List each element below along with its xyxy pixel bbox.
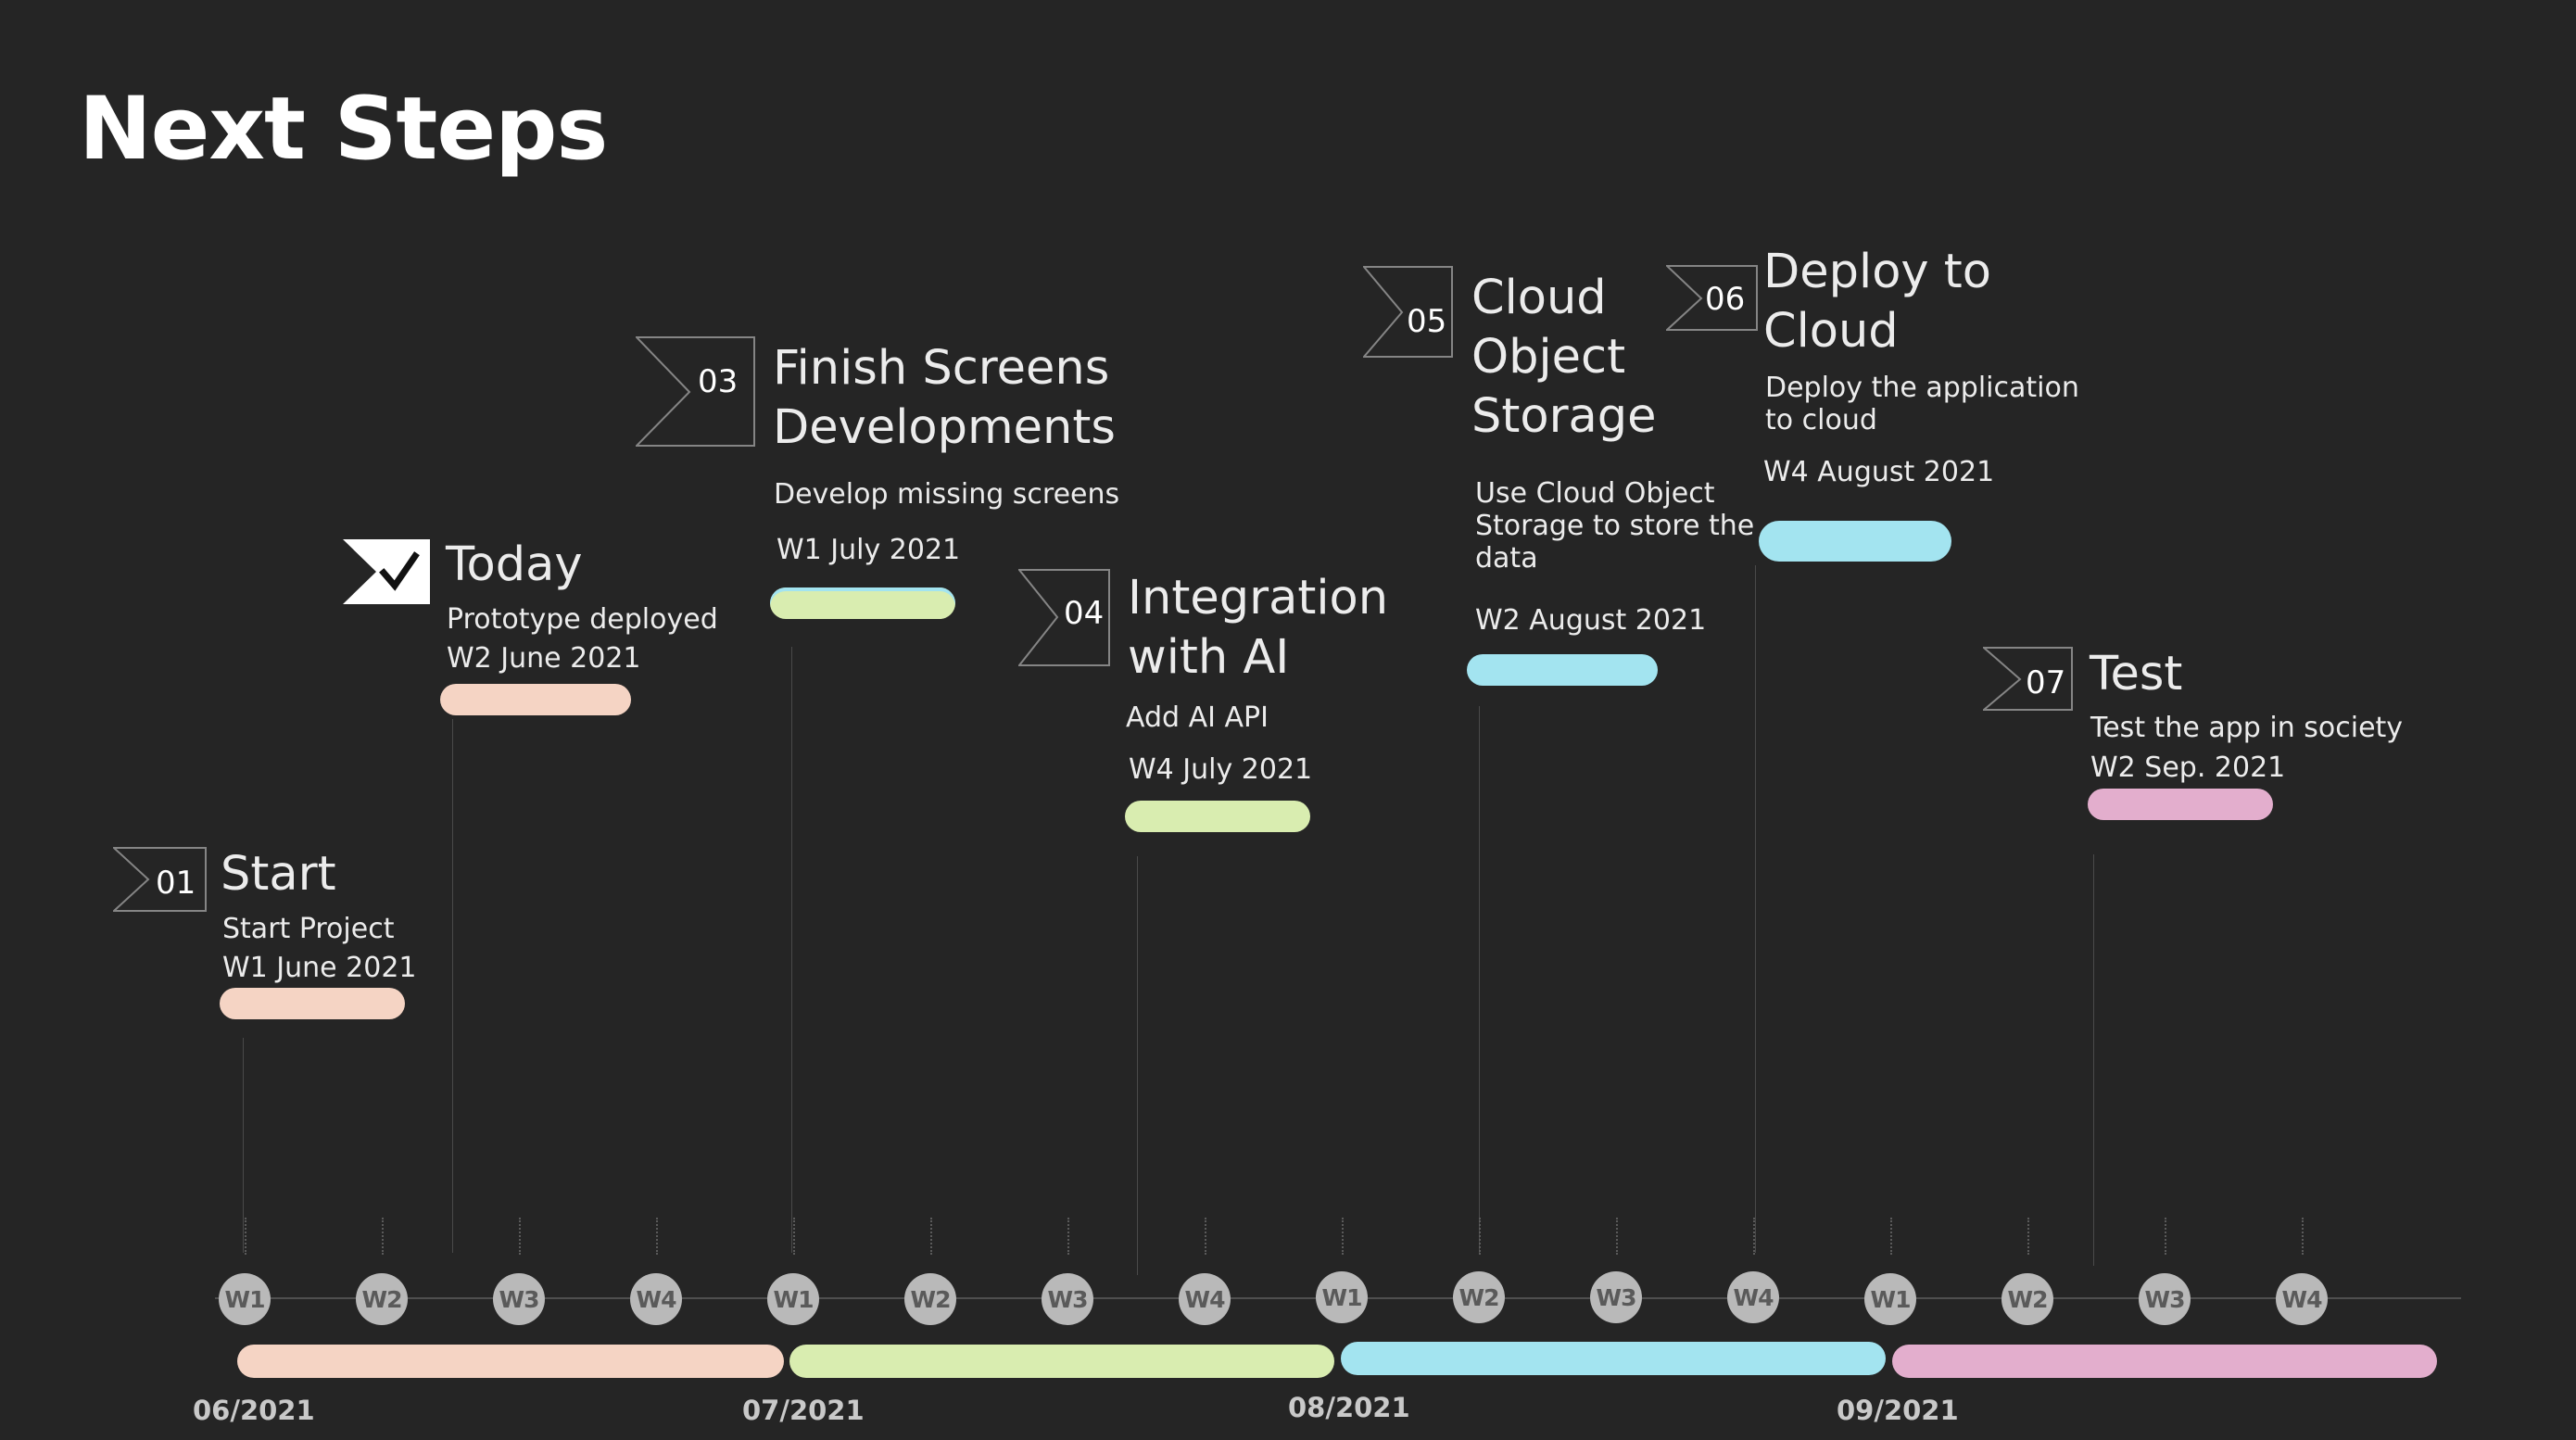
milestone-number: 05: [1407, 303, 1447, 340]
week-marker: W4: [1727, 1271, 1779, 1323]
week-tick: [382, 1218, 384, 1255]
week-marker: W1: [1316, 1271, 1368, 1323]
milestone-bar: [220, 988, 405, 1019]
week-tick: [245, 1218, 246, 1255]
week-tick: [930, 1218, 932, 1255]
connector-line: [1137, 856, 1138, 1275]
milestone-number: 06: [1705, 281, 1746, 318]
week-tick: [1342, 1218, 1344, 1255]
milestone-number: 04: [1064, 595, 1105, 632]
connector-line: [2093, 854, 2094, 1266]
milestone-description: Develop missing screens: [774, 478, 1120, 511]
week-tick: [2027, 1218, 2029, 1255]
flag-icon: [1018, 569, 1110, 666]
week-tick: [519, 1218, 521, 1255]
week-marker: W4: [1179, 1273, 1231, 1325]
milestone-number: 03: [698, 363, 739, 400]
flag-icon: [1363, 266, 1453, 358]
week-tick: [1205, 1218, 1206, 1255]
milestone-description: Use Cloud Object Storage to store the da…: [1475, 477, 1755, 575]
month-label: 06/2021: [193, 1395, 315, 1426]
week-marker: W3: [2139, 1273, 2191, 1325]
week-marker: W1: [219, 1273, 271, 1325]
flag-icon: [1666, 265, 1758, 331]
week-marker: W2: [2001, 1273, 2053, 1325]
milestone-today: Today: [446, 536, 583, 595]
check-icon: [343, 539, 430, 604]
week-marker: W1: [767, 1273, 819, 1325]
milestone-deploy-cloud: Deploy to Cloud: [1763, 243, 1991, 361]
connector-line: [452, 719, 453, 1253]
week-tick: [1753, 1218, 1755, 1255]
milestone-number: 01: [156, 865, 196, 902]
milestone-integration-ai: Integration with AI: [1128, 569, 1388, 688]
milestone-description: Deploy the application to cloud: [1765, 372, 2079, 436]
month-label: 07/2021: [742, 1395, 865, 1426]
milestone-title: Deploy to Cloud: [1763, 245, 1991, 359]
milestone-date: W2 Sep. 2021: [2090, 752, 2286, 784]
week-marker: W2: [904, 1273, 956, 1325]
month-bar-september: [1892, 1345, 2437, 1378]
connector-line: [1479, 706, 1480, 1253]
month-bar-july: [789, 1345, 1334, 1378]
week-marker: W3: [1590, 1271, 1642, 1323]
week-tick: [1479, 1218, 1481, 1255]
week-tick: [793, 1218, 795, 1255]
week-marker: W3: [493, 1273, 545, 1325]
week-marker: W1: [1864, 1273, 1916, 1325]
milestone-date: W4 July 2021: [1129, 753, 1313, 786]
week-tick: [656, 1218, 658, 1255]
milestone-date: W2 June 2021: [447, 642, 641, 675]
week-tick: [2165, 1218, 2166, 1255]
week-marker: W4: [630, 1273, 682, 1325]
month-bar-june: [237, 1345, 784, 1378]
week-tick: [1067, 1218, 1069, 1255]
connector-line: [791, 647, 792, 1253]
milestone-bar: [770, 587, 955, 619]
milestone-finish-screens: Finish Screens Developments: [773, 339, 1116, 458]
milestone-description: Start Project: [222, 913, 395, 945]
flag-icon: [1983, 647, 2073, 711]
milestone-description: Prototype deployed: [447, 603, 718, 636]
milestone-bar: [1467, 654, 1658, 686]
milestone-description: Add AI API: [1126, 701, 1269, 734]
week-tick: [2302, 1218, 2304, 1255]
month-label: 08/2021: [1288, 1392, 1410, 1423]
milestone-title: Today: [446, 537, 583, 592]
milestone-bar: [1125, 801, 1310, 832]
milestone-date: W4 August 2021: [1763, 456, 1995, 488]
milestone-date: W2 August 2021: [1475, 604, 1707, 637]
connector-line: [1755, 565, 1756, 1253]
milestone-title: Cloud Object Storage: [1471, 271, 1657, 444]
flag-icon: [113, 847, 207, 912]
month-label: 09/2021: [1837, 1395, 1959, 1426]
milestone-cloud-storage: Cloud Object Storage: [1471, 269, 1657, 447]
milestone-title: Start: [221, 847, 336, 902]
page-title: Next Steps: [79, 79, 608, 180]
milestone-bar: [1759, 521, 1951, 562]
milestone-title: Finish Screens Developments: [773, 341, 1116, 455]
milestone-title: Test: [2090, 647, 2183, 701]
month-bar-august: [1341, 1342, 1886, 1375]
milestone-test: Test: [2090, 645, 2182, 704]
flag-icon: [636, 336, 755, 447]
week-tick: [1616, 1218, 1618, 1255]
week-marker: W2: [356, 1273, 408, 1325]
milestone-date: W1 July 2021: [777, 534, 961, 566]
milestone-bar: [2088, 789, 2273, 820]
week-tick: [1890, 1218, 1892, 1255]
week-marker: W2: [1453, 1271, 1505, 1323]
milestone-description: Test the app in society: [2090, 712, 2404, 744]
connector-line: [243, 1038, 244, 1253]
week-marker: W4: [2276, 1273, 2328, 1325]
week-marker: W3: [1042, 1273, 1093, 1325]
milestone-bar: [440, 684, 631, 715]
milestone-title: Integration with AI: [1128, 571, 1389, 685]
milestone-start: Start: [221, 845, 336, 904]
milestone-number: 07: [2026, 664, 2066, 701]
milestone-date: W1 June 2021: [222, 952, 417, 984]
